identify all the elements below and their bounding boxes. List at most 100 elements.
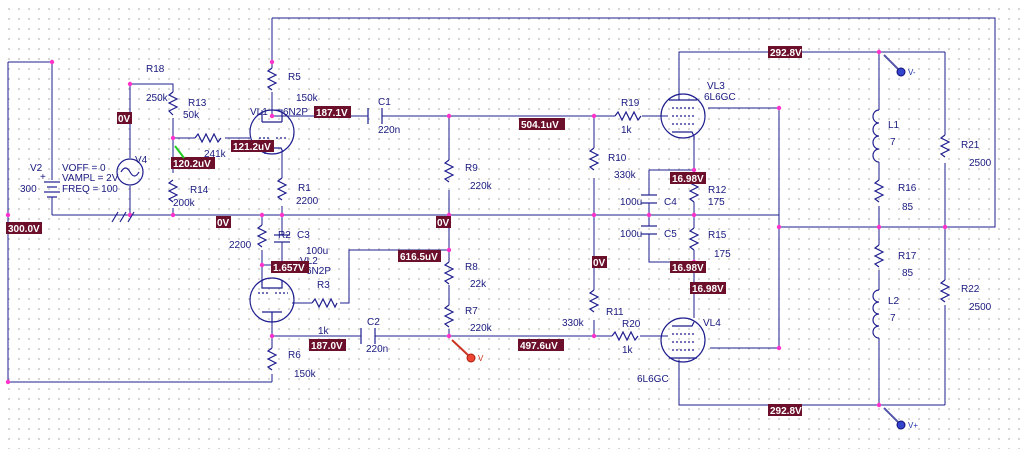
label-r18-value: 250k <box>146 93 169 104</box>
resistor-r5[interactable] <box>266 67 278 91</box>
label-l2-value: 7 <box>890 313 896 324</box>
voltage-tag[interactable]: 292.8V <box>768 404 802 417</box>
voltage-tag[interactable]: 121.2uV <box>231 140 274 153</box>
label-r3-value: 1k <box>318 326 330 337</box>
label-r13-ref: R13 <box>188 98 207 109</box>
voltage-tag[interactable]: 1.657V <box>271 261 309 274</box>
cursor-marker <box>174 145 185 159</box>
label-c3-ref: C3 <box>297 230 310 241</box>
inductor-l1[interactable] <box>872 109 880 163</box>
voltage-tag[interactable]: 497.6uV <box>518 339 564 352</box>
voltage-probe-v-minus[interactable]: V- <box>883 54 916 77</box>
capacitor-c1[interactable] <box>367 108 383 124</box>
ac-source-v4[interactable] <box>116 158 144 186</box>
capacitor-c2[interactable] <box>360 328 376 344</box>
resistor-r19[interactable] <box>614 110 642 122</box>
label-r11-value: 330k <box>562 318 585 329</box>
label-r12-ref: R12 <box>708 185 727 196</box>
voltage-tag[interactable]: 0V <box>436 216 451 229</box>
voltage-tag[interactable]: 16.98V <box>670 261 706 274</box>
resistor-r2[interactable] <box>256 224 268 248</box>
label-r10-value: 330k <box>614 170 637 181</box>
label-r17-ref: R17 <box>898 251 917 262</box>
inductor-symbols <box>872 109 880 339</box>
voltage-tag[interactable]: 0V <box>216 216 231 229</box>
label-r10-ref: R10 <box>608 153 627 164</box>
voltage-probe-v-plus[interactable]: V+ <box>883 407 918 430</box>
svg-text:300.0V: 300.0V <box>8 224 40 235</box>
resistor-r13[interactable] <box>167 91 179 116</box>
resistor-r21[interactable] <box>939 134 951 158</box>
voltage-tag[interactable]: 120.2uV <box>171 157 215 170</box>
capacitor-c3[interactable] <box>274 234 290 255</box>
resistor-r14[interactable] <box>167 179 179 203</box>
inductor-l2[interactable] <box>872 289 880 339</box>
svg-text:292.8V: 292.8V <box>770 48 802 59</box>
probe-label: V <box>478 354 484 363</box>
voltage-tag[interactable]: 0V <box>592 256 607 269</box>
resistor-r241k[interactable] <box>194 132 222 144</box>
resistor-r11[interactable] <box>588 289 600 313</box>
svg-text:16.98V: 16.98V <box>672 263 704 274</box>
component-labels: V2 300 VOFF = 0 VAMPL = 2V FREQ = 100 V4… <box>20 64 992 385</box>
label-v4-param: VOFF = 0 <box>62 163 106 174</box>
label-r12-value: 175 <box>708 197 725 208</box>
label-r15-value: 175 <box>714 249 731 260</box>
label-r20-ref: R20 <box>622 319 641 330</box>
capacitor-c4[interactable] <box>641 194 657 204</box>
label-r9-value: 220k <box>470 181 493 192</box>
label-c5-ref: C5 <box>664 229 677 240</box>
voltage-tag[interactable]: 0V <box>117 112 132 125</box>
resistor-r17[interactable] <box>873 244 885 268</box>
label-r1-value: 2200 <box>296 196 319 207</box>
svg-text:0V: 0V <box>118 114 131 125</box>
label-c4-ref: C4 <box>664 197 677 208</box>
voltage-tag[interactable]: 616.5uV <box>398 250 441 263</box>
resistor-r1[interactable] <box>276 177 288 201</box>
label-c5-value: 100u <box>620 229 642 240</box>
label-r21-ref: R21 <box>961 140 980 151</box>
label-r21-value: 2500 <box>969 158 992 169</box>
label-r1-ref: R1 <box>298 183 311 194</box>
dc-source-v2[interactable]: + <box>40 110 60 204</box>
resistor-r7[interactable] <box>443 304 455 328</box>
resistor-symbols <box>167 67 951 371</box>
tube-vl4[interactable] <box>660 317 706 363</box>
label-r2-ref: R2 <box>278 230 291 241</box>
label-r241k-value: 241k <box>204 149 227 160</box>
svg-text:0V: 0V <box>217 218 230 229</box>
resistor-r16[interactable] <box>873 179 885 203</box>
capacitor-c5[interactable] <box>641 225 657 235</box>
voltage-tag[interactable]: 187.0V <box>309 339 346 352</box>
label-v2-value: 300 <box>20 184 37 195</box>
svg-text:187.0V: 187.0V <box>311 341 343 352</box>
resistor-r9[interactable] <box>443 159 455 183</box>
voltage-tag[interactable]: 292.8V <box>768 46 802 59</box>
voltage-tag[interactable]: 16.98V <box>670 172 706 185</box>
svg-text:16.98V: 16.98V <box>672 174 704 185</box>
resistor-r6[interactable] <box>266 347 278 371</box>
resistor-r10[interactable] <box>588 147 600 171</box>
label-r15-ref: R15 <box>708 230 727 241</box>
voltage-tags: 292.8V 292.8V 187.1V 121.2uV 120.2uV 0V … <box>6 46 802 417</box>
resistor-r20[interactable] <box>611 330 639 342</box>
label-l1-ref: L1 <box>888 120 900 131</box>
svg-text:0V: 0V <box>593 258 606 269</box>
resistor-r3[interactable] <box>311 297 338 309</box>
voltage-probe-red[interactable]: V <box>451 339 484 363</box>
resistor-r22[interactable] <box>939 279 951 303</box>
resistor-r15[interactable] <box>688 227 700 251</box>
label-c1-ref: C1 <box>378 97 391 108</box>
label-l2-ref: L2 <box>888 296 900 307</box>
tube-vl2[interactable] <box>249 277 295 323</box>
resistor-r8[interactable] <box>443 261 455 285</box>
wires <box>7 17 996 406</box>
voltage-tag[interactable]: 187.1V <box>314 106 351 119</box>
ground-symbol <box>111 211 135 223</box>
voltage-tag[interactable]: 300.0V <box>6 222 42 235</box>
voltage-tag[interactable]: 16.98V <box>690 282 726 295</box>
tube-vl3[interactable] <box>660 93 706 140</box>
voltage-tag[interactable]: 504.1uV <box>519 118 565 131</box>
label-r19-ref: R19 <box>621 98 640 109</box>
